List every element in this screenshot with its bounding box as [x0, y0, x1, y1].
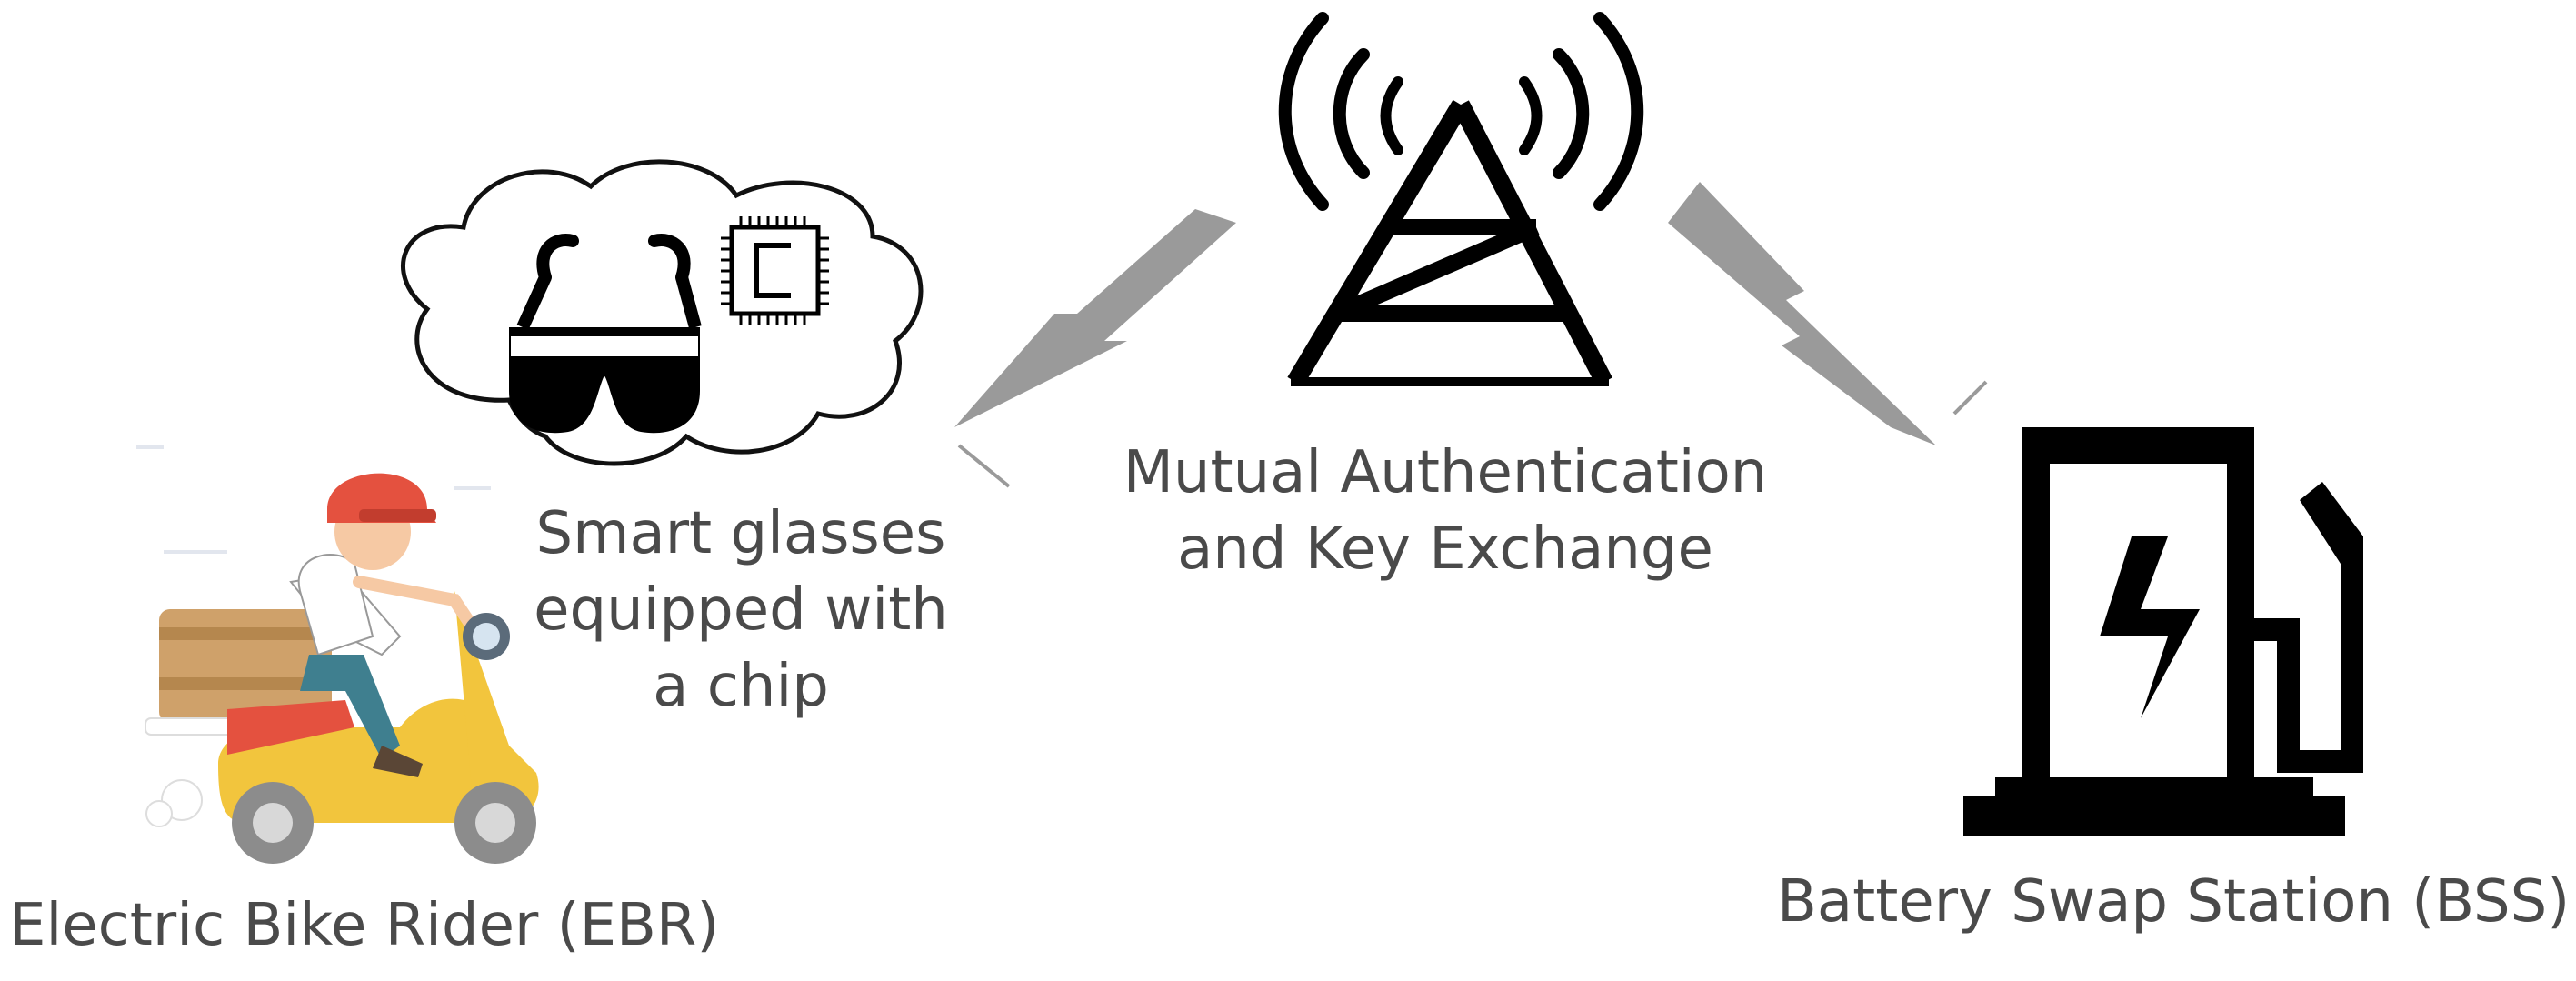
auth-label-line: Mutual Authentication [1123, 439, 1768, 506]
smart-glasses-label-line: a chip [653, 653, 829, 720]
smart-glasses-label-line: Smart glasses [535, 500, 946, 567]
smart-glasses-label-line: equipped with [534, 576, 948, 644]
charging-station-icon [1963, 427, 2363, 836]
ebr-label: Electric Bike Rider (EBR) [9, 892, 720, 959]
lightning-bolt-icon [954, 209, 1236, 488]
bss-label: Battery Swap Station (BSS) [1777, 868, 2571, 936]
lightning-bolt-icon [1668, 182, 1988, 445]
auth-label-line: and Key Exchange [1177, 516, 1713, 583]
scooter-rider-icon [136, 445, 539, 864]
antenna-tower-icon [1278, 12, 1644, 387]
smart-glasses-icon [509, 234, 702, 434]
chip-icon [721, 216, 829, 325]
smart-glasses-label: Smart glasses equipped with a chip [504, 496, 977, 725]
auth-label: Mutual Authentication and Key Exchange [1082, 435, 1809, 587]
